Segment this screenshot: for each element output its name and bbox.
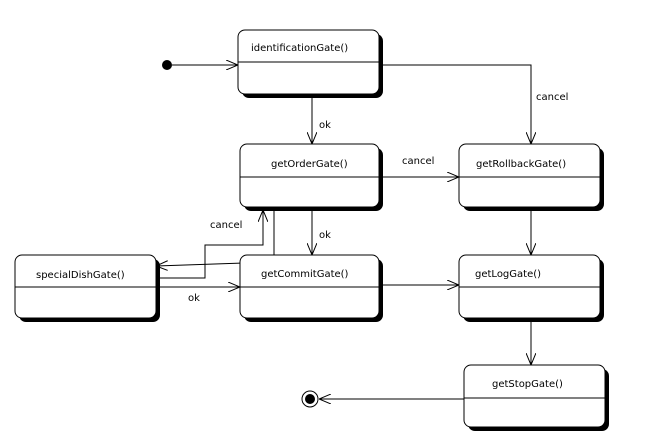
- state-commit-label: getCommitGate(): [261, 269, 349, 280]
- state-order-label: getOrderGate(): [271, 159, 348, 170]
- state-commit: getCommitGate(): [239, 254, 383, 322]
- edge-special-order: [156, 210, 263, 279]
- label-special-commit: ok: [188, 293, 200, 304]
- label-order-special: cancel: [210, 220, 242, 231]
- state-rollback-label: getRollbackGate(): [476, 159, 566, 170]
- label-ident-order: ok: [319, 120, 331, 131]
- label-order-commit: ok: [319, 230, 331, 241]
- state-stop-label: getStopGate(): [492, 379, 563, 390]
- state-special: specialDishGate(): [14, 254, 160, 322]
- state-identification: identificationGate(): [237, 29, 383, 98]
- label-order-rollback: cancel: [402, 156, 434, 167]
- state-log-label: getLogGate(): [475, 269, 541, 280]
- state-identification-label: identificationGate(): [251, 43, 348, 54]
- state-rollback: getRollbackGate(): [458, 143, 604, 211]
- state-special-label: specialDishGate(): [36, 270, 125, 281]
- label-ident-rollback: cancel: [536, 92, 568, 103]
- initial-state: [162, 60, 172, 70]
- state-stop: getStopGate(): [463, 364, 609, 431]
- edge-identification-rollback: [379, 64, 531, 144]
- final-state: [301, 390, 319, 408]
- state-log: getLogGate(): [458, 254, 604, 322]
- state-order: getOrderGate(): [239, 143, 383, 211]
